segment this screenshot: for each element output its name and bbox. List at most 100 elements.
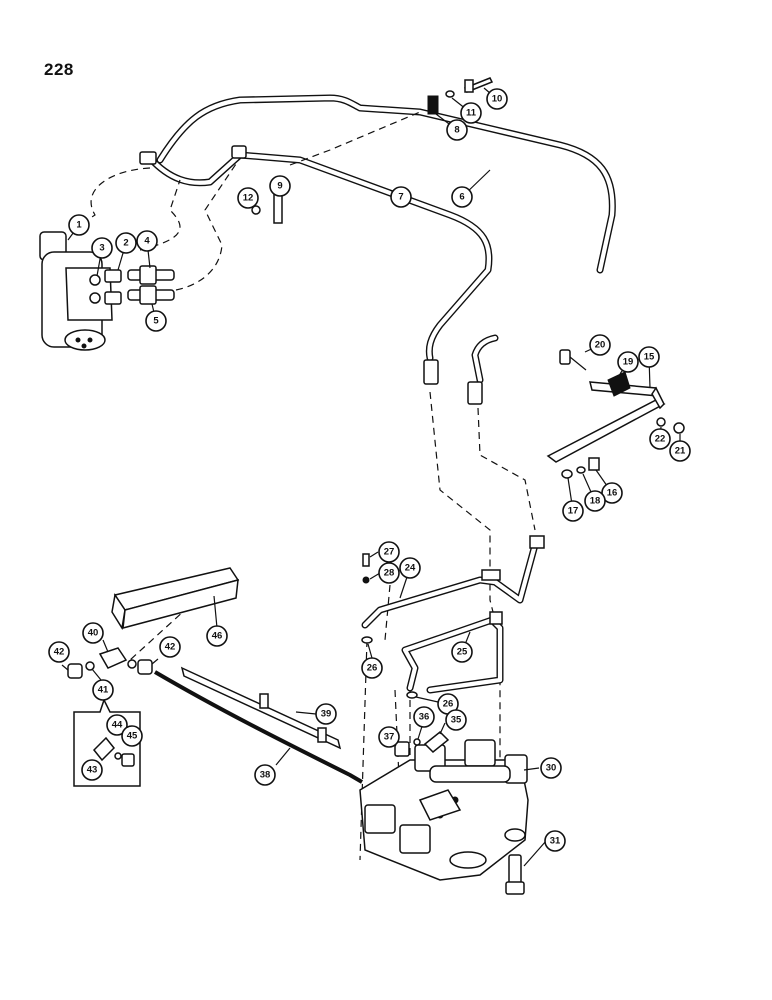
svg-text:27: 27 bbox=[384, 547, 395, 558]
svg-text:19: 19 bbox=[623, 357, 634, 368]
svg-text:25: 25 bbox=[457, 647, 468, 658]
washer-part-17 bbox=[561, 469, 573, 479]
callout-30: 30 bbox=[540, 757, 562, 779]
svg-text:16: 16 bbox=[607, 488, 618, 499]
tee-fitting-part-40 bbox=[98, 647, 128, 669]
callout-18: 18 bbox=[584, 490, 606, 512]
svg-text:44: 44 bbox=[112, 720, 123, 731]
callout-21: 21 bbox=[669, 440, 691, 462]
svg-text:42: 42 bbox=[165, 642, 176, 653]
tube-fitting bbox=[489, 611, 503, 625]
tube-6-lower-end bbox=[471, 334, 499, 384]
tube-fitting bbox=[481, 569, 501, 581]
svg-text:40: 40 bbox=[88, 628, 99, 639]
svg-text:12: 12 bbox=[243, 193, 254, 204]
nut-part-12 bbox=[251, 205, 261, 215]
tube-part-25 bbox=[401, 616, 504, 694]
svg-text:18: 18 bbox=[590, 496, 601, 507]
bolt-part-27 bbox=[362, 553, 370, 567]
callout-20: 20 bbox=[589, 334, 611, 356]
svg-text:26: 26 bbox=[367, 663, 378, 674]
svg-text:6: 6 bbox=[459, 192, 464, 203]
svg-text:5: 5 bbox=[153, 316, 159, 327]
callout-4: 4 bbox=[136, 230, 158, 252]
tube-part-39 bbox=[180, 666, 342, 750]
washer-part-26 bbox=[406, 691, 418, 699]
callout-28: 28 bbox=[378, 562, 400, 584]
callout-24: 24 bbox=[399, 557, 421, 579]
bolt-part-31 bbox=[505, 854, 525, 895]
callout-39: 39 bbox=[315, 703, 337, 725]
hose-part-5 bbox=[127, 285, 175, 305]
sleeve-part-41 bbox=[127, 659, 137, 669]
svg-text:17: 17 bbox=[568, 506, 579, 517]
leader-lines bbox=[61, 87, 681, 867]
callout-43: 43 bbox=[81, 759, 103, 781]
tube-fitting bbox=[529, 535, 545, 549]
svg-text:35: 35 bbox=[451, 715, 462, 726]
washer-part-22 bbox=[656, 417, 666, 427]
svg-text:26: 26 bbox=[443, 699, 454, 710]
elbow-part-35 bbox=[423, 730, 450, 754]
callout-35: 35 bbox=[445, 709, 467, 731]
clip-part-9 bbox=[273, 192, 283, 224]
svg-text:37: 37 bbox=[384, 732, 395, 743]
callout-5: 5 bbox=[145, 310, 167, 332]
svg-text:42: 42 bbox=[54, 647, 65, 658]
fitting-part-37 bbox=[394, 741, 410, 757]
callout-31: 31 bbox=[544, 830, 566, 852]
screw-part-20 bbox=[559, 349, 587, 371]
svg-text:31: 31 bbox=[550, 836, 561, 847]
washer-part-28 bbox=[362, 576, 370, 584]
steering-valve-part-1 bbox=[39, 231, 113, 351]
svg-text:36: 36 bbox=[419, 712, 430, 723]
callout-15: 15 bbox=[638, 346, 660, 368]
washer-part-18 bbox=[576, 466, 586, 474]
callout-40: 40 bbox=[82, 622, 104, 644]
svg-text:41: 41 bbox=[98, 685, 109, 696]
svg-text:39: 39 bbox=[321, 709, 332, 720]
svg-text:8: 8 bbox=[454, 125, 459, 136]
callout-7: 7 bbox=[390, 186, 412, 208]
callout-37: 37 bbox=[378, 726, 400, 748]
upper-tube-6 bbox=[156, 94, 616, 274]
tube-fitting bbox=[467, 381, 483, 405]
hose-part-4 bbox=[127, 265, 175, 285]
tube-part-38 bbox=[153, 670, 364, 784]
svg-text:1: 1 bbox=[76, 220, 82, 231]
svg-text:2: 2 bbox=[123, 238, 128, 249]
callout-45: 45 bbox=[121, 725, 143, 747]
callout-46: 46 bbox=[206, 625, 228, 647]
tube-fitting bbox=[423, 359, 439, 385]
sleeve-part-41 bbox=[85, 661, 95, 671]
svg-text:10: 10 bbox=[492, 94, 503, 105]
svg-text:20: 20 bbox=[595, 340, 606, 351]
callout-36: 36 bbox=[413, 706, 435, 728]
svg-text:28: 28 bbox=[384, 568, 395, 579]
callout-9: 9 bbox=[269, 175, 291, 197]
washer-part-11 bbox=[445, 90, 455, 98]
nut-part-42 bbox=[137, 659, 153, 675]
nut-part-21 bbox=[673, 422, 685, 434]
callout-3: 3 bbox=[91, 237, 113, 259]
callout-26-upper: 26 bbox=[361, 657, 383, 679]
svg-text:24: 24 bbox=[405, 563, 416, 574]
fitting bbox=[104, 291, 122, 305]
callout-42-left: 42 bbox=[48, 641, 70, 663]
svg-text:9: 9 bbox=[277, 181, 282, 192]
svg-text:3: 3 bbox=[99, 243, 104, 254]
callout-1: 1 bbox=[68, 214, 90, 236]
callout-41: 41 bbox=[92, 679, 114, 701]
callout-12: 12 bbox=[237, 187, 259, 209]
callout-42-right: 42 bbox=[159, 636, 181, 658]
bracket-part-15 bbox=[546, 381, 666, 463]
svg-text:30: 30 bbox=[546, 763, 557, 774]
svg-text:7: 7 bbox=[398, 192, 403, 203]
svg-text:45: 45 bbox=[127, 731, 138, 742]
svg-text:11: 11 bbox=[466, 108, 477, 119]
frame-member-part-46 bbox=[111, 567, 240, 631]
o-ring-part-3 bbox=[89, 274, 101, 286]
svg-text:38: 38 bbox=[260, 770, 271, 781]
o-ring-part-36 bbox=[413, 738, 421, 746]
callout-38: 38 bbox=[254, 764, 276, 786]
